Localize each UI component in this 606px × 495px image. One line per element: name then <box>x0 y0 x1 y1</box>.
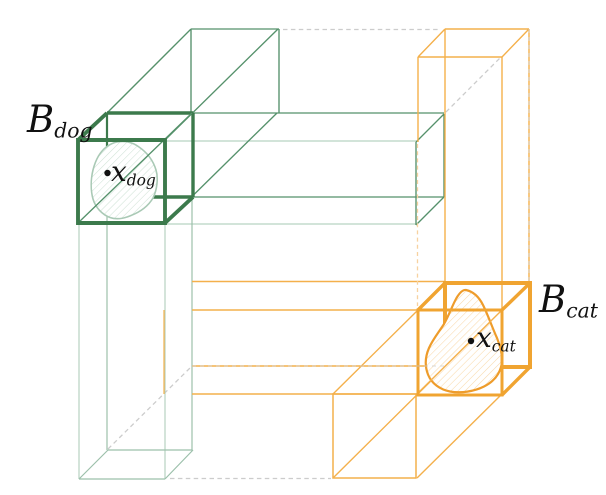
cat-point-dot <box>467 337 475 345</box>
dog-blob <box>90 140 159 220</box>
cat-z-pillar-top-left <box>332 309 419 395</box>
label-b-cat-sub: cat <box>566 298 598 323</box>
space-bottom-left-depth-edge <box>107 366 192 450</box>
dog-connector-edges <box>76 111 195 225</box>
cat-x-pillar-long-edges <box>192 280 445 395</box>
label-b-dog: Bdog <box>27 101 93 141</box>
cat-box-front-face <box>416 281 532 397</box>
dog-z-pillar-top-left <box>106 28 192 114</box>
dog-pillar-pale-lines <box>78 140 416 479</box>
label-b-cat-base: B <box>539 278 567 321</box>
cat-connector-edges <box>416 281 532 397</box>
label-x-dog: xdog <box>111 158 156 189</box>
dog-y-pillar-back-edges <box>106 197 193 450</box>
label-x-cat: xcat <box>476 324 516 355</box>
label-b-dog-sub: dog <box>54 118 93 143</box>
dog-z-pillar-back-endcap <box>190 28 280 113</box>
dog-point-dot <box>104 169 111 177</box>
cat-y-pillar-top-endcap <box>417 28 530 58</box>
dog-x-pillar-right-endcap <box>415 113 445 226</box>
label-x-cat-base: x <box>476 321 492 354</box>
dog-y-pillar-front-edges <box>78 223 166 479</box>
label-b-dog-base: B <box>27 98 55 141</box>
dog-z-pillar-bottom-left-edge <box>77 112 193 224</box>
dog-depth-edge <box>77 112 193 224</box>
space-top-right-depth-edge <box>445 57 501 113</box>
cat-z-pillar-front-endcap <box>332 393 417 479</box>
cat-depth-edge <box>416 309 503 395</box>
label-x-dog-base: x <box>111 155 127 188</box>
dog-x-pillar-front-edges <box>165 140 416 225</box>
label-b-cat: Bcat <box>539 281 598 321</box>
dog-blob-outline <box>90 140 159 220</box>
cat-pillar-lines <box>163 28 530 479</box>
cat-z-pillar-bottom-right <box>416 393 503 479</box>
dog-y-pillar-bottom-endcap <box>78 449 194 480</box>
space-hidden-edges <box>107 28 501 480</box>
label-x-cat-sub: cat <box>491 337 516 356</box>
hidden-edge-overlay <box>192 29 530 367</box>
dog-box-front-face <box>76 111 195 225</box>
label-x-dog-sub: dog <box>126 171 156 190</box>
dog-pillar-back-lines <box>78 197 194 480</box>
cat-z-pillar-top-right-edge <box>416 309 503 395</box>
